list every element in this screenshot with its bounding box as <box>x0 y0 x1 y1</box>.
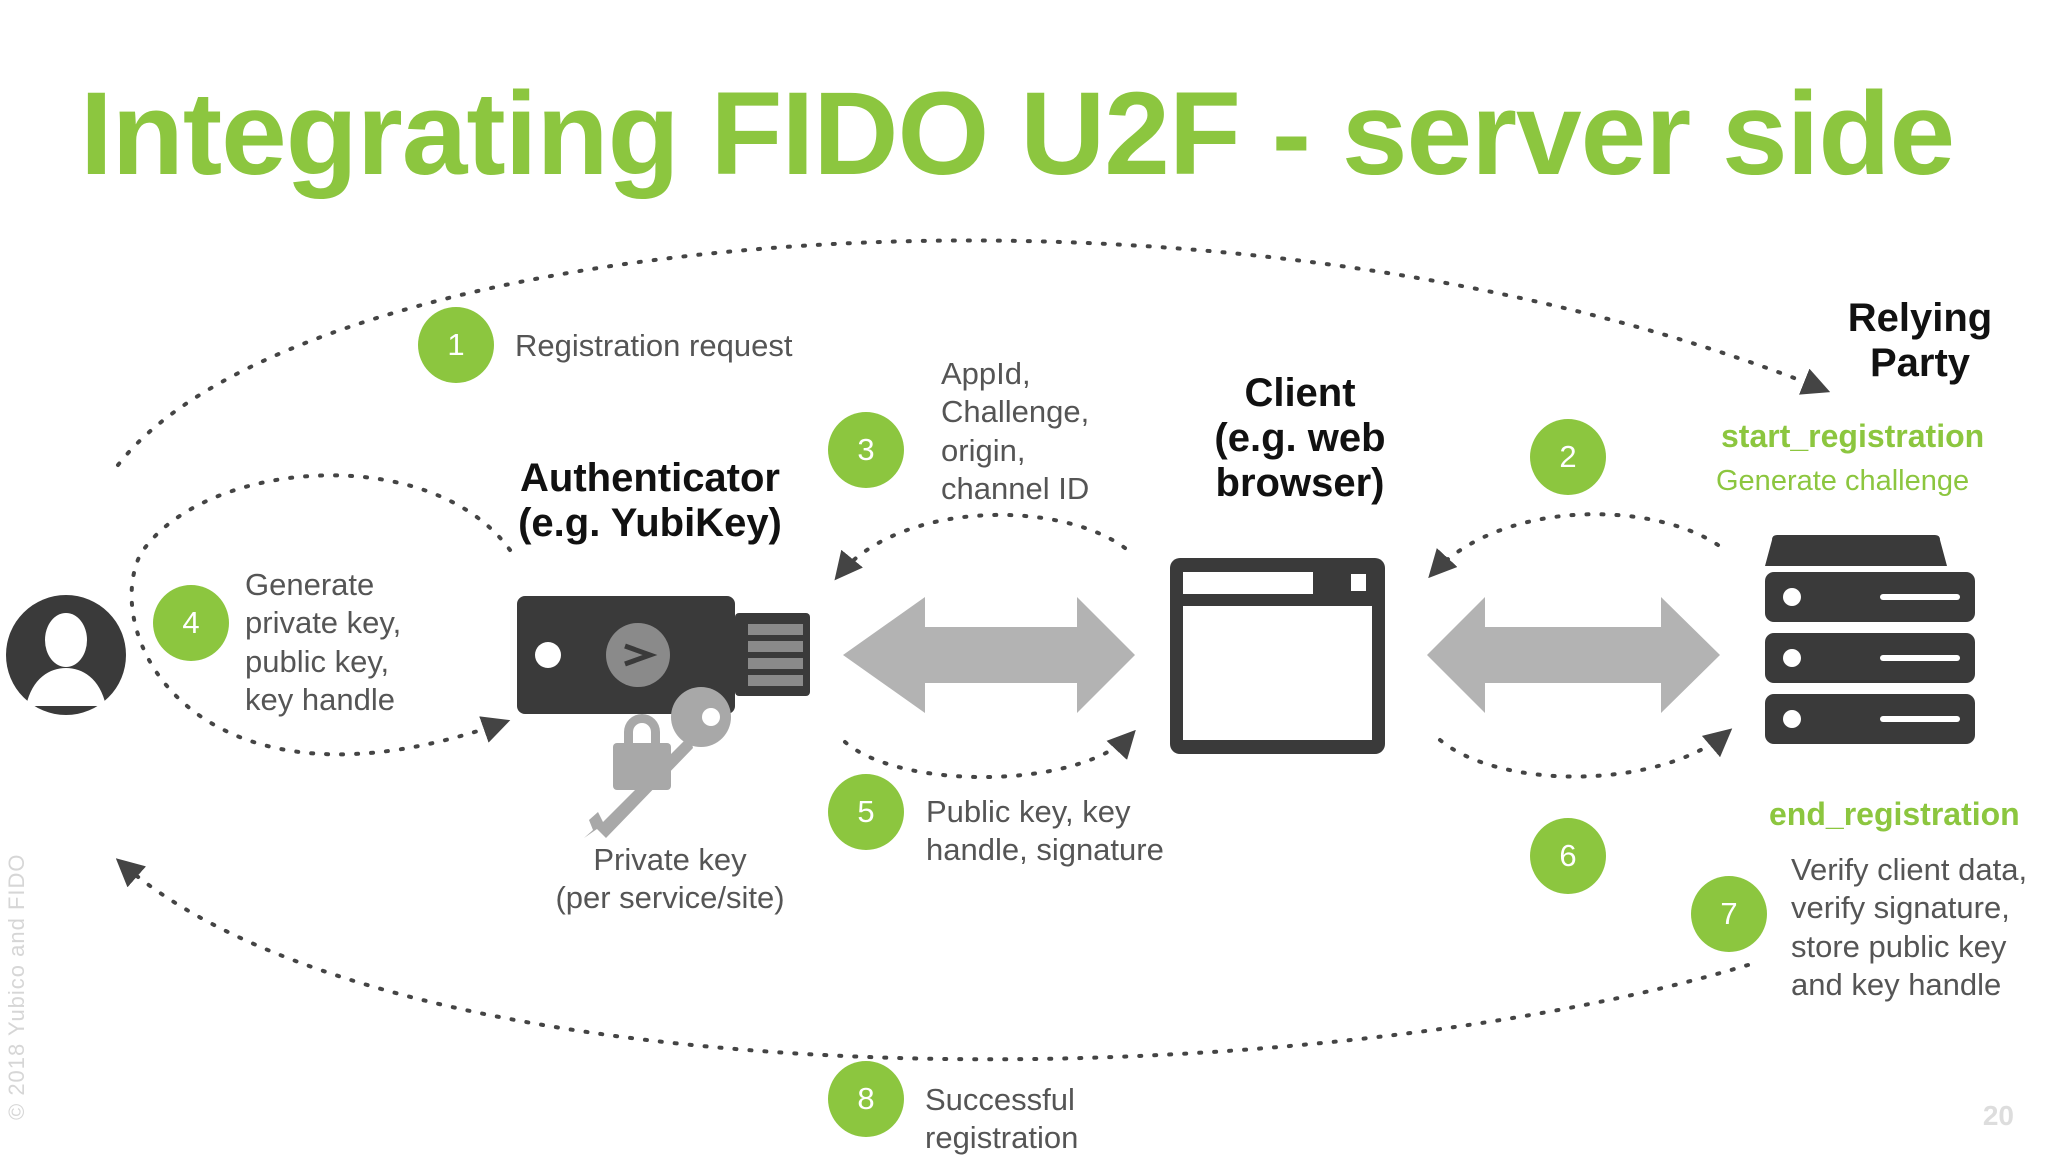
step-circle-7: 7 <box>1691 876 1767 952</box>
user-icon <box>6 595 126 715</box>
step-circle-6: 6 <box>1530 818 1606 894</box>
client-label-text: Client (e.g. web browser) <box>1214 371 1386 505</box>
flow-rp-to-client <box>1428 512 1720 579</box>
step-circle-1: 1 <box>418 307 494 383</box>
yubikey-icon <box>517 596 810 714</box>
flow-rp-to-user <box>115 858 1750 1062</box>
authenticator-label: Authenticator (e.g. YubiKey) <box>510 456 790 546</box>
flow-client-to-auth <box>834 512 1127 581</box>
private-key-caption: Private key (per service/site) <box>555 842 785 916</box>
step-circle-8: 8 <box>828 1061 904 1137</box>
step-8-label: Successful registration <box>925 1082 1079 1156</box>
client-label: Client (e.g. web browser) <box>1170 371 1430 505</box>
step-5-label: Public key, key handle, signature <box>926 794 1164 868</box>
authenticator-label-text: Authenticator (e.g. YubiKey) <box>518 456 782 545</box>
step-circle-2: 2 <box>1530 419 1606 495</box>
relying-party-label-text: Relying Party <box>1847 296 1993 385</box>
step-circle-5: 5 <box>828 774 904 850</box>
step-circle-4: 4 <box>153 585 229 661</box>
start-registration-label: start_registration <box>1721 418 1985 454</box>
double-arrow-client-rp <box>1427 597 1720 713</box>
end-registration-label: end_registration <box>1769 796 2020 832</box>
relying-party-label: Relying Party <box>1790 296 2048 386</box>
flow-client-to-rp <box>1438 728 1733 779</box>
flow-auth-to-client <box>843 729 1136 780</box>
page-number: 20 <box>1982 1100 2014 1131</box>
generate-challenge-label: Generate challenge <box>1716 465 1970 497</box>
double-arrow-auth-client <box>843 597 1135 713</box>
server-icon <box>1765 535 1975 744</box>
slide-title: Integrating FIDO U2F - server side <box>80 68 1955 200</box>
step-7-label: Verify client data, verify signature, st… <box>1791 852 2028 1003</box>
step-3-label: AppId, Challenge, origin, channel ID <box>941 356 1090 507</box>
step-1-label: Registration request <box>515 328 793 363</box>
step-circle-3: 3 <box>828 412 904 488</box>
step-4-label: Generate private key, public key, key ha… <box>245 567 402 718</box>
flow-user-to-rp <box>116 238 1831 467</box>
copyright-text: © 2018 Yubico and FIDO <box>4 853 29 1120</box>
browser-window-icon <box>1170 558 1385 754</box>
key-lock-icon <box>584 687 731 838</box>
